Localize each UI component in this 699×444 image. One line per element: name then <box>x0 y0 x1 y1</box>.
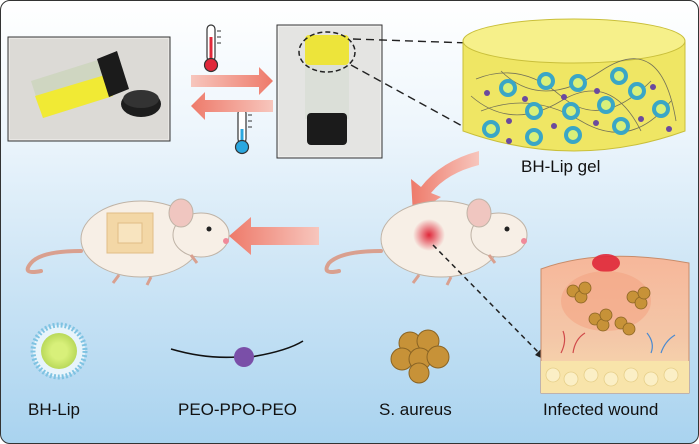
infected-mouse <box>324 198 528 286</box>
bh-lip-label: BH-Lip <box>28 400 80 419</box>
vial-liquid-photo <box>7 36 171 142</box>
treated-mouse <box>25 198 230 286</box>
infected-wound-illustration <box>540 254 690 394</box>
vial-gel-photo <box>276 24 383 159</box>
zoom-line-bottom <box>350 64 476 134</box>
zoom-line-top <box>352 38 470 44</box>
cool-arrow <box>191 92 273 120</box>
polymer-legend-icon <box>170 340 304 367</box>
liposome-cluster <box>482 67 670 146</box>
thermometer-cold-icon <box>234 108 252 155</box>
bacteria-legend-icon <box>390 329 450 384</box>
gel-disk <box>462 18 686 152</box>
gel-label: BH-Lip gel <box>521 157 601 176</box>
healing-arrow <box>229 217 319 255</box>
polymer-label: PEO-PPO-PEO <box>178 400 298 419</box>
liposome-legend-icon <box>30 322 88 380</box>
bacteria-label: S. aureus <box>379 400 452 419</box>
wound-label: Infected wound <box>543 400 659 419</box>
thermometer-hot-icon <box>203 24 221 73</box>
heat-arrow <box>191 67 273 95</box>
apply-gel-arrow <box>411 151 479 215</box>
